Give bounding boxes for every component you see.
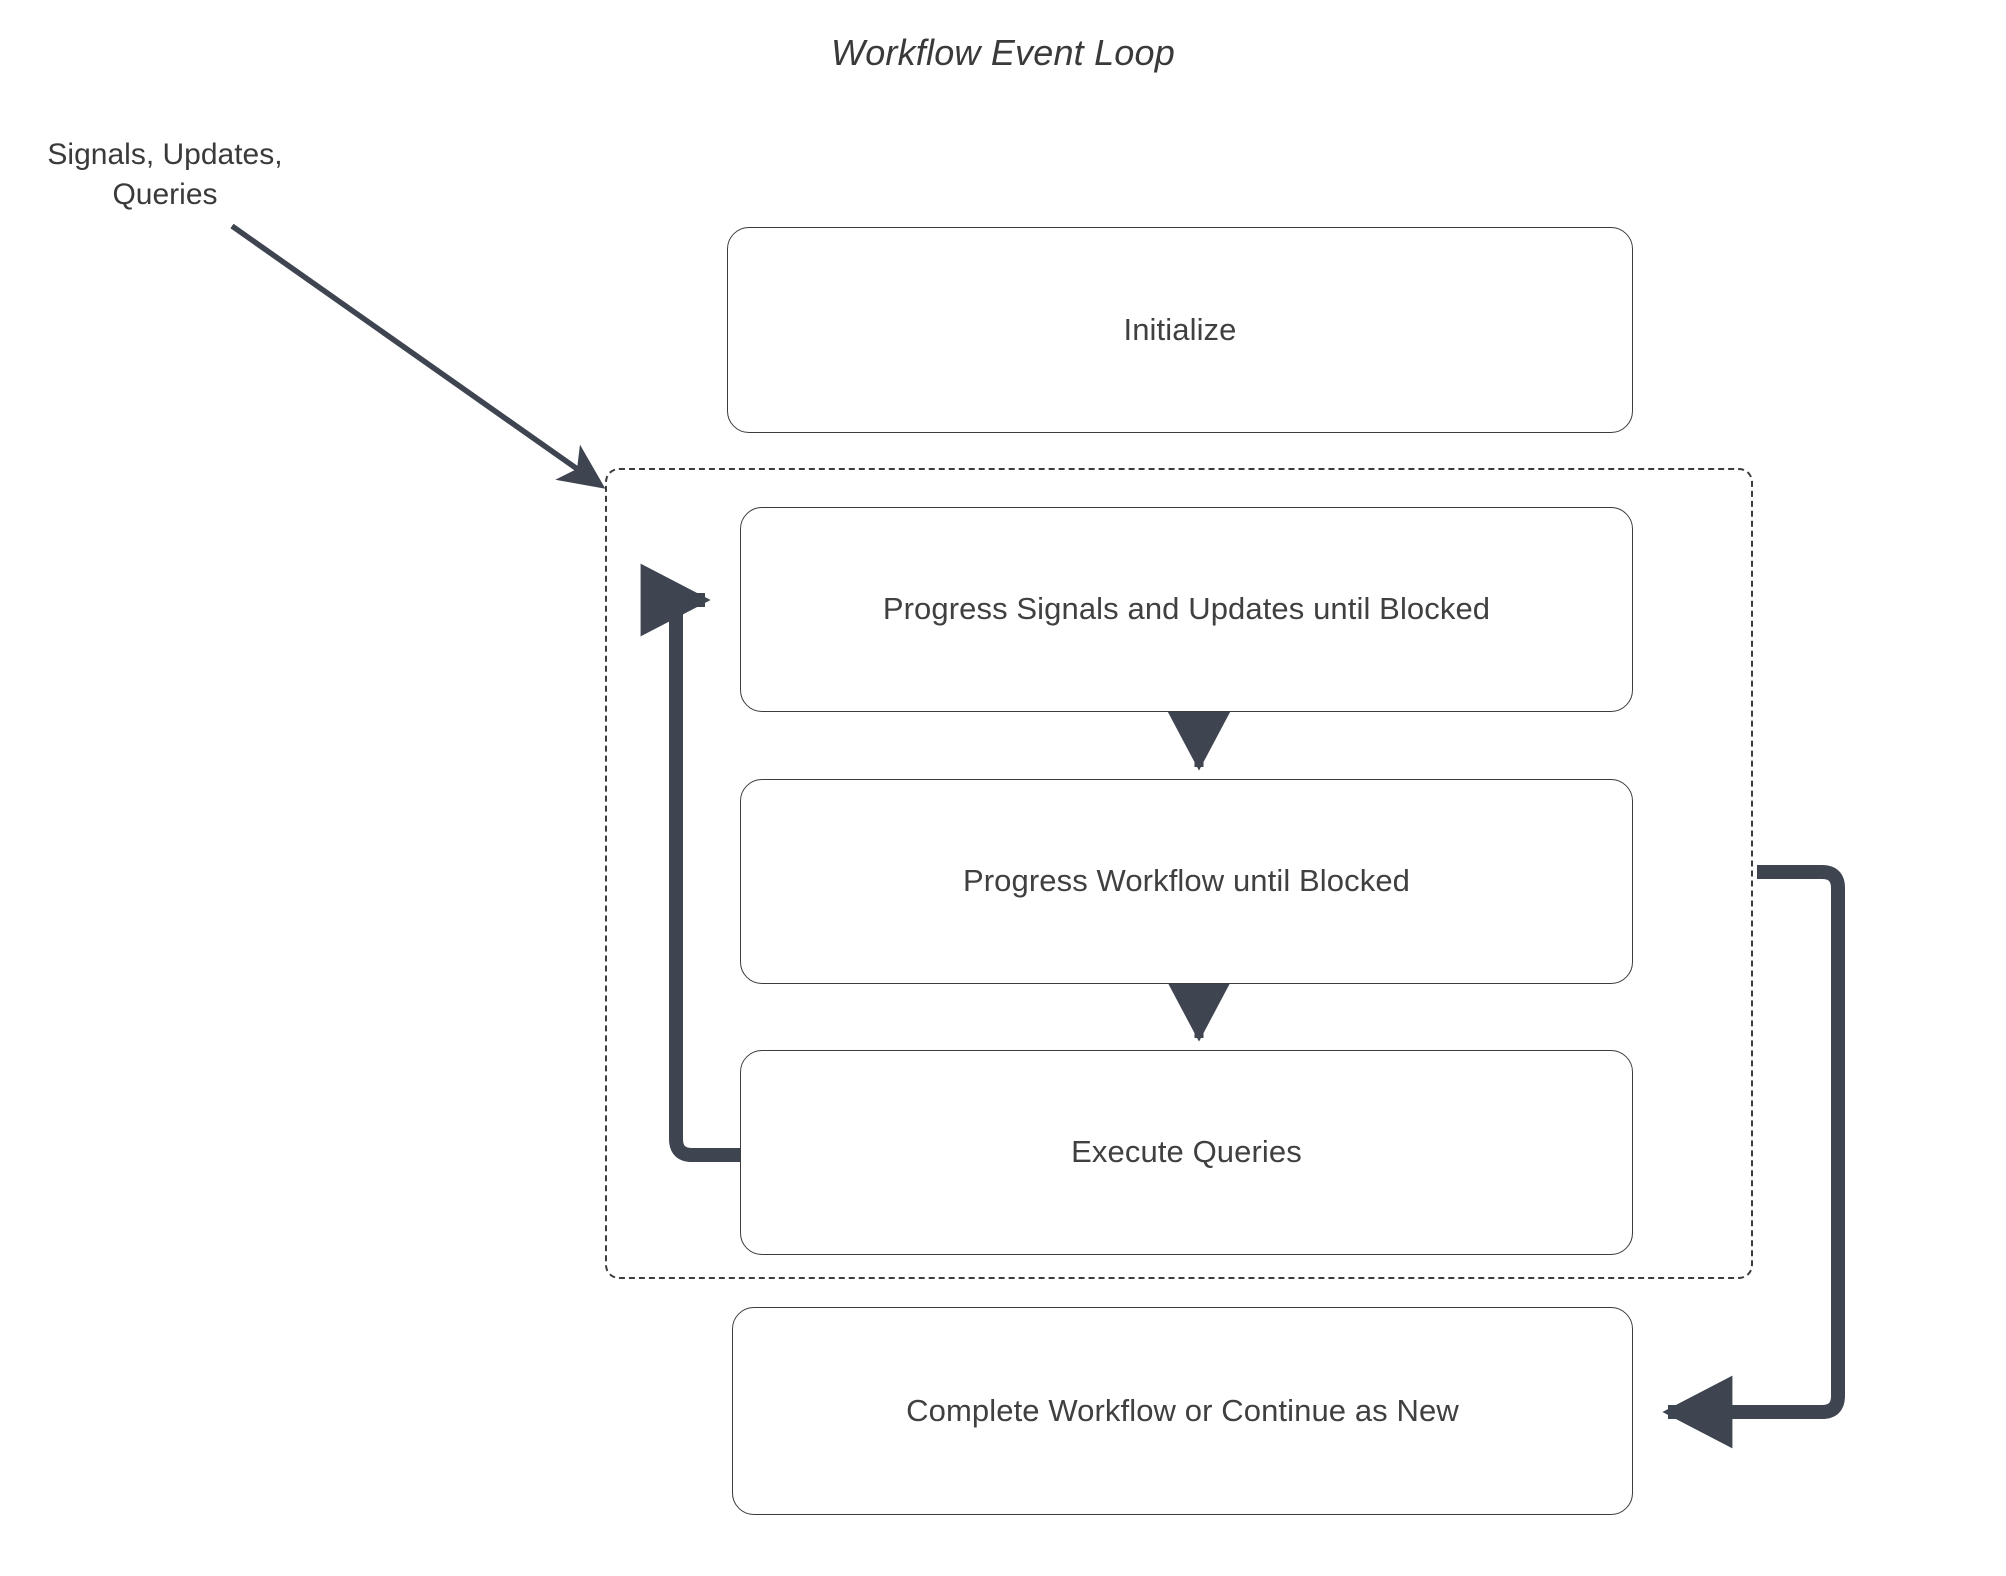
node-complete-workflow-label: Complete Workflow or Continue as New xyxy=(906,1392,1459,1428)
node-execute-queries-label: Execute Queries xyxy=(1071,1134,1302,1170)
node-complete-workflow[interactable]: Complete Workflow or Continue as New xyxy=(732,1307,1633,1515)
node-progress-signals[interactable]: Progress Signals and Updates until Block… xyxy=(740,507,1633,712)
node-initialize-label: Initialize xyxy=(1123,311,1237,347)
edge-external-to-loop xyxy=(230,223,606,489)
node-initialize[interactable]: Initialize xyxy=(727,227,1633,433)
external-input-label-line1: Signals, Updates, xyxy=(47,138,283,171)
node-progress-signals-label: Progress Signals and Updates until Block… xyxy=(882,591,1491,627)
node-progress-workflow-label: Progress Workflow until Blocked xyxy=(962,863,1411,899)
page-title: Workflow Event Loop xyxy=(831,32,1175,73)
node-progress-workflow[interactable]: Progress Workflow until Blocked xyxy=(740,779,1633,984)
external-input-label: Signals, Updates, Queries xyxy=(20,135,310,214)
external-input-label-line2: Queries xyxy=(112,177,218,211)
node-execute-queries[interactable]: Execute Queries xyxy=(740,1050,1633,1255)
